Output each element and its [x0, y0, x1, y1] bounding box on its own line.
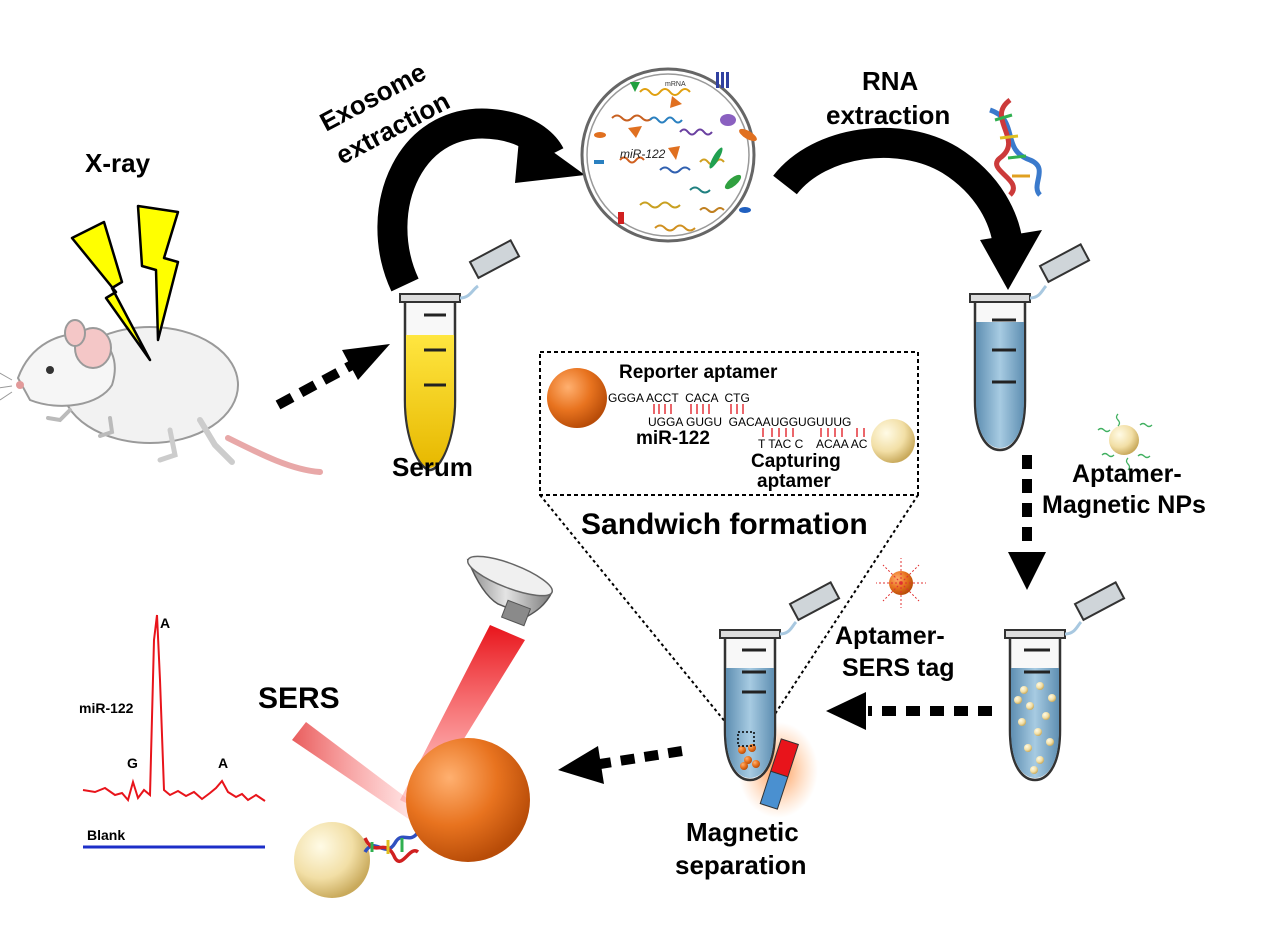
exosome-mirna-label: miR-122: [620, 147, 666, 161]
sers-detection-illustration: [292, 555, 554, 898]
dashed-arrow-down: [1008, 455, 1046, 590]
reporter-aptamer-label: Reporter aptamer: [619, 362, 778, 383]
magnetic-separation-tube: [719, 581, 841, 818]
aptamer-magnetic-label-line1: Aptamer-: [1072, 460, 1182, 488]
dna-duplex-icon: [363, 830, 420, 863]
rna-extraction-label-line1: RNA: [862, 66, 919, 96]
spectrum-series-label: miR-122: [79, 700, 134, 716]
sers-label: SERS: [258, 682, 340, 715]
capturing-aptamer-label-line2: aptamer: [757, 471, 832, 492]
dashed-arrow-to-sers-detection: [558, 746, 683, 784]
xray-label: X-ray: [85, 148, 151, 178]
sequence-bottom: T TAC C ACAA AC: [758, 437, 868, 451]
magnetic-separation-label-line1: Magnetic: [686, 817, 799, 847]
serum-label: Serum: [392, 452, 473, 482]
spectrum-peak-a2: A: [218, 755, 228, 771]
reporter-particle: [547, 368, 607, 428]
spectrum-peak-a1: A: [160, 615, 170, 631]
sandwich-formation-inset: Reporter aptamer GGGA ACCT CACA CTG UGGA…: [539, 351, 919, 496]
base-pair-ticks-bottom: [762, 428, 865, 437]
sequence-top: GGGA ACCT CACA CTG: [608, 391, 750, 405]
lightning-bolt-icon: [136, 204, 180, 342]
mrna-label: mRNA: [665, 81, 686, 88]
base-pair-ticks-top: [653, 404, 744, 414]
zoom-guide-lines: [539, 494, 919, 741]
dashed-arrow-to-magnetic-separation: [826, 692, 992, 730]
spectrum-line-mirna: [82, 614, 266, 803]
inset-mirna-label: miR-122: [636, 428, 710, 449]
dashed-arrow-mouse-to-serum: [275, 344, 390, 410]
mouse-illustration: [0, 319, 323, 475]
rna-extraction-label-line2: extraction: [826, 100, 950, 130]
scattered-light-beam: [292, 722, 420, 820]
dna-helix-icon: [989, 97, 1043, 197]
lightning-bolt-icon: [70, 220, 152, 362]
exosome-illustration: mRNA miR-122: [580, 67, 757, 243]
serum-tube: [399, 239, 521, 472]
rna-tube: [969, 243, 1091, 452]
sandwich-formation-label: Sandwich formation: [581, 508, 868, 541]
spectrum-blank-label: Blank: [87, 827, 125, 843]
collection-cone-icon: [466, 555, 554, 627]
aptamer-magnetic-nanoparticle-icon: [1097, 413, 1153, 471]
spectrum-peak-g: G: [127, 755, 138, 771]
aptamer-magnetic-label-line2: Magnetic NPs: [1042, 491, 1206, 519]
capturing-aptamer-label-line1: Capturing: [751, 451, 841, 472]
aptamer-sers-tag-icon: [876, 558, 926, 608]
tube-with-magnetic-nanoparticles: [1004, 581, 1126, 782]
sers-spectrum-plot: G A A miR-122 Blank: [79, 614, 266, 849]
sers-tag-nanoparticle: [406, 738, 530, 862]
capture-particle: [871, 419, 915, 463]
aptamer-sers-label-line1: Aptamer-: [835, 622, 945, 650]
aptamer-sers-label-line2: SERS tag: [842, 654, 955, 682]
sequence-middle: UGGA GUGU GACAAUGGUGUUUG: [648, 415, 851, 429]
curved-arrow-rna-extraction: [773, 127, 1042, 290]
curved-arrow-exosome-extraction: [377, 108, 585, 292]
magnetic-separation-label-line2: separation: [675, 850, 807, 880]
capture-nanoparticle: [294, 822, 370, 898]
